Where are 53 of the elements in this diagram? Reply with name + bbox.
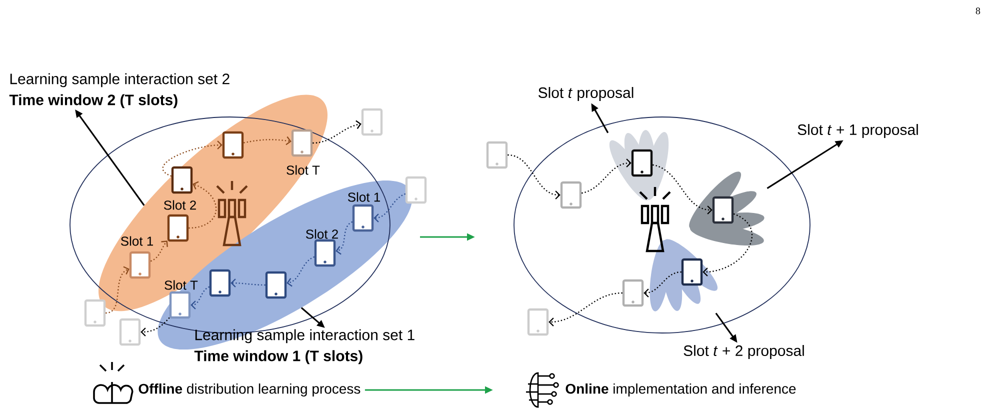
phone-icon [209, 269, 231, 297]
trajectory-arrow [190, 286, 210, 310]
trajectory-arrow [106, 266, 130, 314]
trajectory-arrow [581, 158, 632, 194]
phone-icon [171, 166, 193, 194]
slot-label: Slot 1 [348, 192, 380, 202]
phone-icon [622, 279, 644, 307]
trajectory-arrow [140, 317, 170, 336]
proposal-label: Slot t proposal [538, 87, 634, 101]
phone-icon [352, 204, 374, 232]
trajectory-arrow [188, 181, 217, 229]
trajectory-arrow [336, 221, 353, 255]
process-label: Offline distribution learning process [138, 383, 360, 397]
trajectory-arrow [312, 120, 362, 144]
trajectory-arrow [162, 140, 222, 177]
trajectory-arrow [374, 193, 406, 222]
slot-label: Slot T [164, 280, 198, 290]
phone-icon [486, 141, 508, 169]
phone-icon [291, 129, 313, 157]
phone-icon [265, 271, 287, 299]
phone-icon [681, 258, 703, 286]
trajectory-arrow [508, 154, 560, 200]
slot-label: Slot 2 [164, 200, 196, 210]
trajectory-arrow [652, 164, 712, 214]
process-label: Online implementation and inference [566, 383, 796, 397]
trajectory-arrow [644, 271, 682, 298]
set-caption: Learning sample interaction set 2 Time window 2 (T slots) [9, 73, 230, 108]
phone-icon [222, 131, 244, 159]
phone-icon [631, 149, 653, 177]
phone-icon [314, 239, 336, 267]
phone-icon [167, 214, 189, 242]
proposal-label: Slot t + 2 proposal [684, 345, 804, 359]
trajectory-arrow [286, 256, 315, 287]
set-caption: Learning sample interaction set 1 Time window 1 (T slots) [194, 329, 414, 364]
trajectory-arrow [548, 292, 622, 326]
trajectory-arrow [150, 240, 168, 262]
trajectory-arrow [243, 136, 292, 146]
slot-label: Slot 2 [306, 229, 338, 239]
phone-icon [527, 308, 549, 336]
page-number: 8 [976, 8, 980, 14]
phone-icon [560, 181, 582, 209]
trajectory-arrow [702, 213, 753, 276]
proposal-label: Slot t + 1 proposal [798, 124, 918, 138]
phone-icon [119, 318, 141, 346]
phone-icon [169, 291, 191, 319]
slot-label: Slot 1 [120, 236, 153, 246]
phone-icon [129, 251, 151, 279]
phone-icon [712, 196, 734, 224]
phone-icon [361, 108, 383, 136]
slot-label: Slot T [286, 165, 320, 175]
phone-icon [84, 299, 106, 327]
phone-icon [405, 176, 427, 204]
trajectory-arrow [230, 278, 266, 288]
